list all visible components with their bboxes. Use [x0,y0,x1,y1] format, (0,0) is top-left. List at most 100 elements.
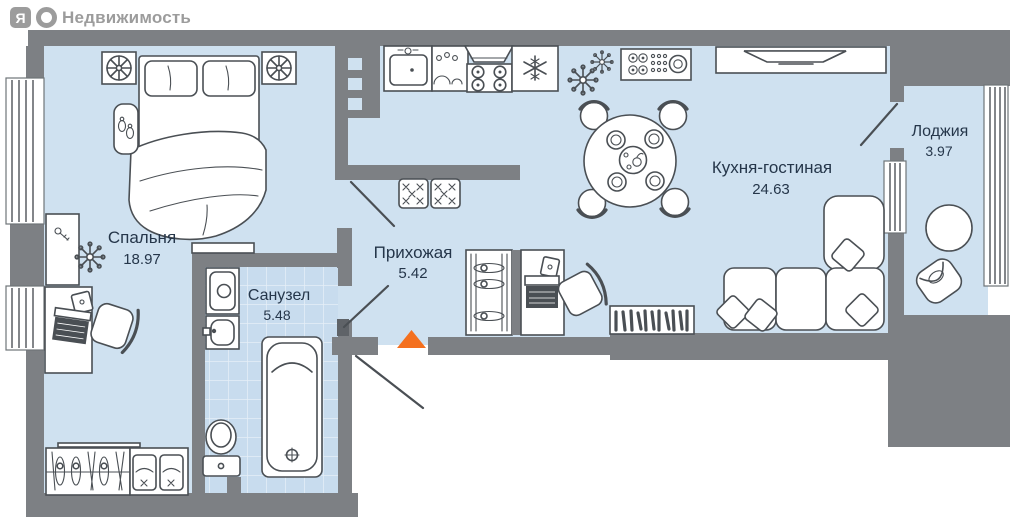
window-loggia-right [983,84,1009,287]
dining-chair-icon [578,100,610,131]
hallway-furniture [398,178,608,336]
hanger-icon [98,456,110,486]
wall-loggia-left-top [890,46,904,102]
pouf-icon [430,178,461,209]
basket-unit-icon [129,447,189,496]
pillow-icon [831,238,865,272]
ring-icon [36,7,57,28]
wall-bathroom-right-upper [338,256,352,286]
loggia-table-icon [925,204,973,252]
wall-bathroom-left [192,253,205,493]
yandex-letter-icon: Я [10,7,31,28]
wardrobe-divider [512,250,521,335]
sofa-icon [716,195,885,332]
plate-icon [607,172,627,192]
faucet-icon [404,47,412,55]
hanger-icon [473,310,505,322]
dining-chair-icon [659,187,691,218]
brand-logo: Я Недвижимость [10,7,191,28]
kitchen-furniture [383,45,887,335]
counter-unit-icon [431,45,469,92]
shelf-icon [57,442,141,448]
wall-kitchen-bottom [610,333,896,360]
plant-icon [590,50,614,74]
window-bedroom-upper [5,77,45,225]
bedroom-desk-icon [44,286,94,374]
wall-loggia-left-mid [890,148,904,164]
room-labels: Спальня 18.97 Прихожая 5.42 Санузел 5.48… [108,123,969,323]
bedroom-chair-icon [90,302,140,355]
bathtub-icon [261,336,323,478]
wall-left-pier [10,224,44,286]
pillow-icon [744,298,778,332]
bedroom-area: 18.97 [123,251,161,268]
hanger-icon [473,278,505,290]
doors [342,102,899,410]
bedroom-label: Спальня [108,228,176,247]
bedside-rug-icon [113,103,139,155]
wall-entrance-left [332,337,378,355]
pillow-icon [716,295,750,329]
wall-plumbing-stub [227,477,241,494]
hood-icon [463,45,515,63]
hallway-label: Прихожая [374,243,453,262]
pillow-icon [845,293,879,327]
blanket-icon [128,130,267,241]
dining-table-icon [583,114,677,208]
tv-icon [743,50,847,63]
faucet-icon [202,327,211,336]
laptop-icon [524,275,560,308]
bathroom-label: Санузел [248,287,310,304]
bed-icon [128,55,267,241]
bedroom-furniture [44,51,297,496]
bathroom-furniture [202,267,323,478]
hanger-icon [54,456,66,486]
walls [10,30,1010,517]
stove-icon [466,63,513,93]
loggia-armchair-icon [915,258,963,304]
key-icon [54,227,62,235]
window-bedroom-lower [5,285,45,351]
bath-sink-icon [202,315,240,350]
wall-loggia-bottom-block [888,315,1010,447]
centerpiece-icon [618,145,648,175]
loggia-furniture [915,204,973,304]
dining-chair-icon [576,188,608,219]
wall-bathroom-top [192,253,352,267]
dining-set-icon [576,100,691,219]
door-hinge-block [337,319,349,336]
loggia-label: Лоджия [912,123,969,140]
loggia-area: 3.97 [925,143,952,159]
plate-icon [606,130,626,150]
wall-hall-stub [335,165,520,180]
media-console-icon [620,48,692,81]
kitchen-living-area: 24.63 [752,181,790,198]
windows [5,77,1009,351]
fan-decor-icon [266,55,292,81]
wall-loggia-left-bottom [888,230,904,320]
hall-desk-icon [520,249,565,336]
wall-entrance-right [428,337,610,355]
wall-bottom-left [26,493,358,517]
wall-bedroom-kitchen [335,46,348,180]
hallway-area: 5.42 [398,265,427,282]
wall-bathroom-right-lower [338,320,352,497]
hall-wardrobe-icon [465,249,513,336]
entrance-door-swing [354,354,425,410]
basket-icon [132,454,157,491]
toilet-icon [202,419,241,477]
plate-icon [645,171,665,191]
plant-icon [74,241,106,273]
hanger-icon [70,456,82,486]
laptop-icon [52,306,93,345]
wall-shelf-icon [45,213,80,286]
basket-icon [159,454,184,491]
fridge-icon [511,45,559,92]
loggia-door-swing [859,102,899,147]
bedroom-door-swing [349,180,396,228]
kitchen-sink-icon [383,45,433,92]
bathroom-area: 5.48 [263,307,290,323]
plate-icon [644,129,664,149]
